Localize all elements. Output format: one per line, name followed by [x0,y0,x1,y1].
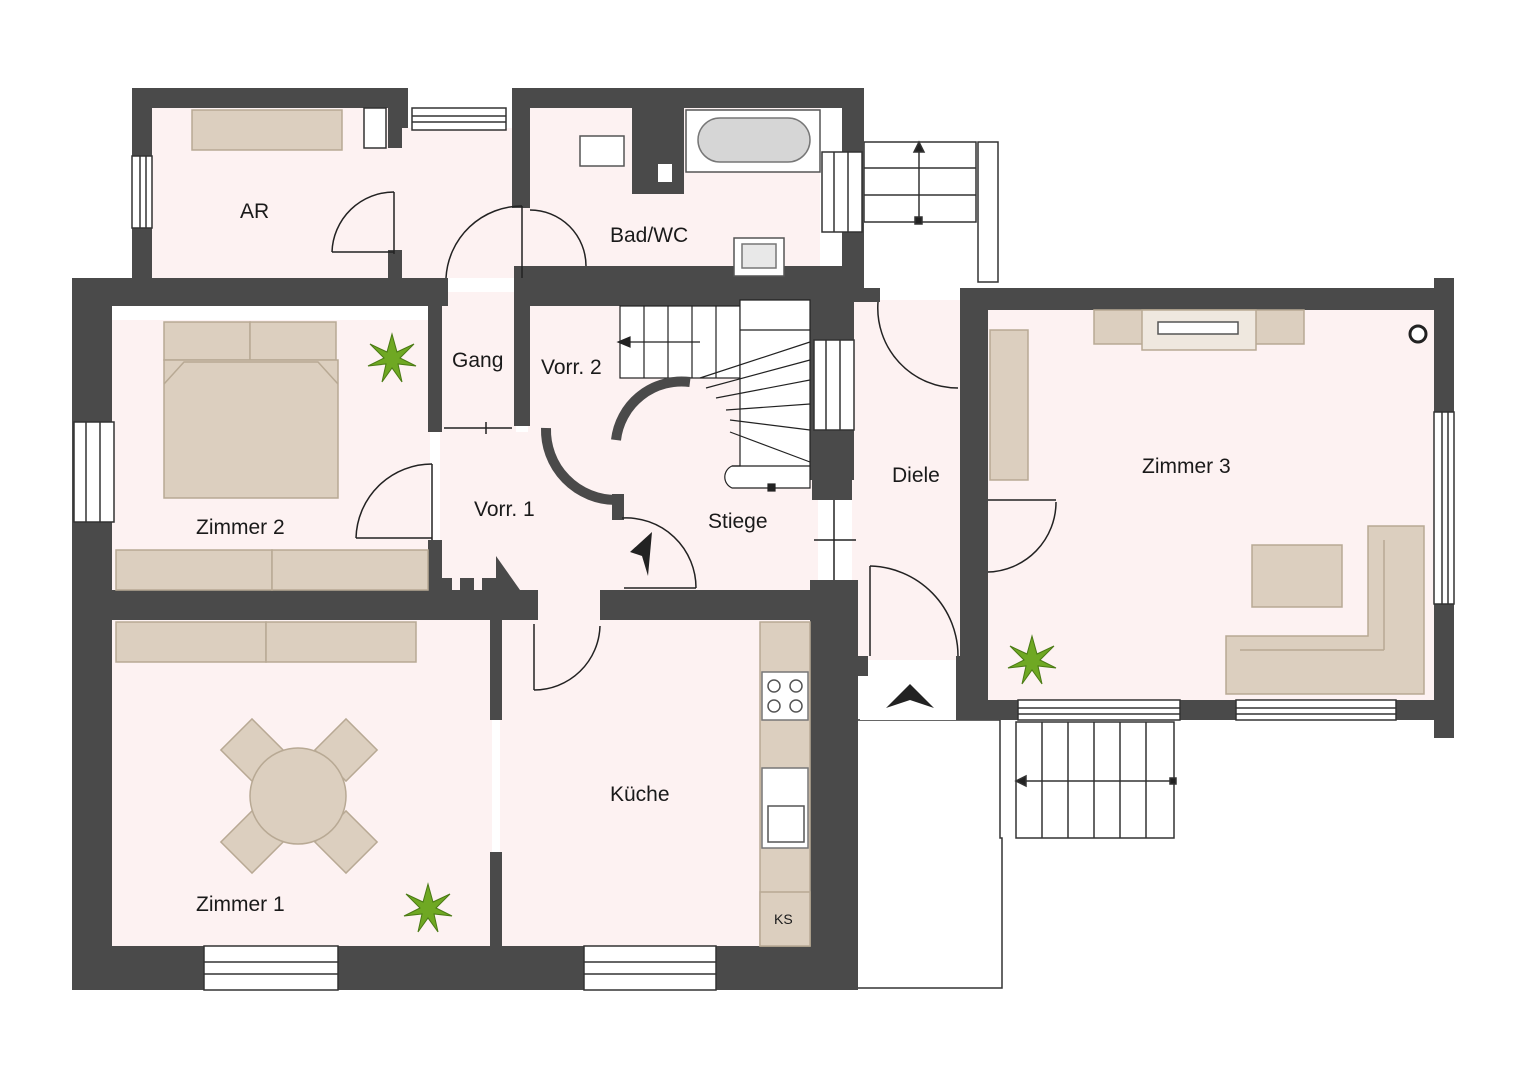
room-label-kueche: Küche [610,783,670,806]
interior-stairs [540,299,811,505]
room-label-ar: AR [240,200,269,223]
room-label-diele: Diele [892,464,940,487]
room-label-vorr2: Vorr. 2 [541,356,602,379]
room-label-zimmer3: Zimmer 3 [1142,455,1231,478]
room-label-zimmer2: Zimmer 2 [196,516,285,539]
windows [73,107,1455,991]
room-label-bad-wc: Bad/WC [610,224,688,247]
dining-table [219,717,379,875]
room-label-stiege: Stiege [708,510,768,533]
floor-areas [112,108,1434,946]
entrance-arrow-icon [630,532,934,708]
door-swings [331,191,1057,691]
room-label-zimmer1: Zimmer 1 [196,893,285,916]
room-label-gang: Gang [452,349,503,372]
exterior-stairs-top [863,140,999,283]
plant-icon [367,332,1057,933]
chimney-icon [1408,324,1428,344]
walls [72,88,1454,990]
room-label-vorr1: Vorr. 1 [474,498,535,521]
exterior-stairs-bottom [1014,721,1177,839]
furniture [115,107,1425,947]
fridge-label: KS [774,911,793,927]
